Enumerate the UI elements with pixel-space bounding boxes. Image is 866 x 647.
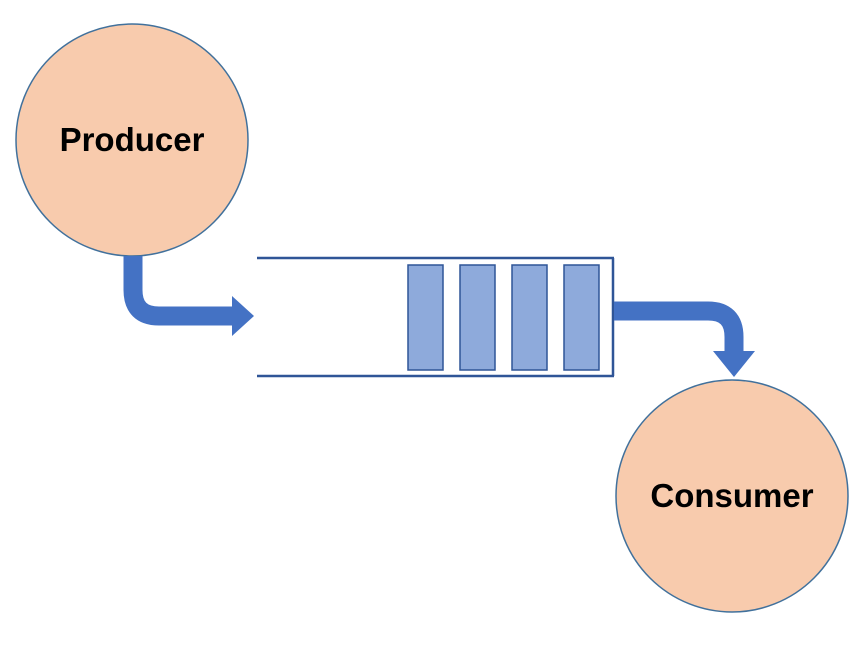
producer-arrow-shaft — [123, 256, 234, 326]
queue — [257, 256, 615, 378]
consumer-label: Consumer — [650, 477, 813, 514]
consumer-arrow-head — [713, 351, 755, 377]
producer-to-queue-arrow — [123, 256, 254, 336]
queue-message — [407, 264, 444, 371]
queue-messages — [407, 264, 600, 371]
producer-arrow-head — [232, 296, 254, 336]
consumer-arrow-shaft — [614, 301, 744, 352]
queue-message — [563, 264, 600, 371]
queue-message — [511, 264, 548, 371]
queue-to-consumer-arrow — [614, 301, 755, 377]
consumer-node: Consumer — [615, 379, 849, 613]
queue-message — [459, 264, 496, 371]
producer-label: Producer — [60, 121, 205, 158]
consumer-circle — [615, 379, 849, 613]
producer-node: Producer — [15, 23, 249, 257]
